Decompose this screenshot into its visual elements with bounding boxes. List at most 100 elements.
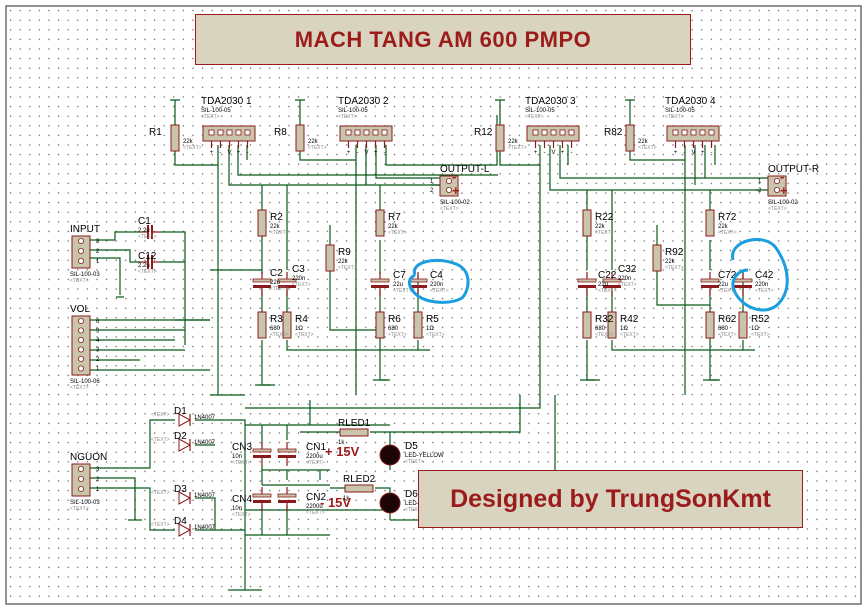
resistor-text: <TEXT> bbox=[638, 145, 657, 151]
connector-pin bbox=[78, 346, 85, 353]
diode-body bbox=[178, 491, 192, 505]
connector-pin-label: 2 bbox=[758, 188, 762, 194]
resistor-body bbox=[257, 209, 267, 237]
resistor-value: 1Ω bbox=[295, 326, 303, 332]
resistor-body bbox=[344, 484, 374, 493]
connector-pin-label: 2 bbox=[96, 477, 100, 483]
highlight-c4 bbox=[407, 259, 470, 304]
resistor-body bbox=[625, 124, 635, 152]
led-body bbox=[379, 444, 401, 466]
ic-pin-label: + bbox=[210, 150, 214, 156]
resistor-ref: R1 bbox=[149, 127, 162, 138]
resistor-ref: R8 bbox=[274, 127, 287, 138]
ic-package: SIL-100-05 bbox=[525, 108, 555, 114]
ic-pin-label: + bbox=[674, 150, 678, 156]
capacitor-plate bbox=[253, 285, 271, 288]
resistor-value: 1k bbox=[343, 496, 350, 502]
connector-body bbox=[767, 175, 787, 197]
resistor-body bbox=[170, 124, 180, 152]
resistor-value: 1Ω bbox=[620, 326, 628, 332]
resistor-body bbox=[582, 209, 592, 237]
diode-d1 bbox=[178, 413, 192, 427]
resistor-body bbox=[282, 311, 292, 339]
connector-pin-label: 2 bbox=[96, 249, 100, 255]
ic-pin bbox=[226, 129, 233, 136]
resistor-ref: R62 bbox=[718, 314, 737, 325]
resistor-ref: R6 bbox=[388, 314, 401, 325]
ic-pin bbox=[354, 129, 361, 136]
resistor-text: <TEXT> bbox=[388, 230, 407, 236]
ic-pin-label: V bbox=[364, 150, 368, 156]
ic-pin bbox=[208, 129, 215, 136]
ic-pin-label: + bbox=[374, 150, 378, 156]
resistor-value: 22k bbox=[638, 139, 649, 145]
resistor-r3 bbox=[257, 311, 267, 339]
resistor-r62 bbox=[705, 311, 715, 339]
resistor-text: <TEXT> bbox=[595, 230, 614, 236]
capacitor-ref: C42 bbox=[755, 270, 774, 281]
capacitor-ref: CN3 bbox=[232, 442, 252, 453]
ic-pin-label: - bbox=[571, 150, 573, 156]
diode-body bbox=[178, 413, 192, 427]
capacitor-ref: C12 bbox=[138, 251, 157, 262]
capacitor-ref: C1 bbox=[138, 216, 151, 227]
capacitor-text: <TEXT> bbox=[306, 510, 325, 516]
resistor-value: 680 bbox=[270, 326, 281, 332]
connector-pin bbox=[78, 317, 85, 324]
diode-body bbox=[178, 523, 192, 537]
connector-pin bbox=[774, 186, 781, 193]
ic-pin-label: + bbox=[237, 150, 241, 156]
resistor-r6 bbox=[375, 311, 385, 339]
capacitor-c12 bbox=[140, 255, 160, 269]
connector-pin bbox=[78, 247, 85, 254]
capacitor-text: <TEXT> bbox=[138, 269, 157, 275]
connector-input bbox=[71, 235, 91, 269]
ic-package: SIL-100-05 bbox=[201, 108, 231, 114]
capacitor-ref: C22 bbox=[598, 270, 617, 281]
capacitor-plate bbox=[733, 278, 753, 283]
resistor-text: <TEXT> bbox=[426, 332, 445, 338]
ic-pin-label: - bbox=[220, 150, 222, 156]
credit-box: Designed by TrungSonKmt bbox=[418, 470, 803, 528]
connector-pin-label: 2 bbox=[430, 188, 434, 194]
connector-pin-label: 1 bbox=[96, 259, 100, 265]
ic-2 bbox=[339, 125, 393, 148]
capacitor-plate bbox=[701, 285, 719, 288]
resistor-text: <TEXT> bbox=[338, 265, 357, 271]
resistor-body bbox=[582, 311, 592, 339]
capacitor-plate bbox=[734, 285, 752, 288]
resistor-value: 22k bbox=[508, 139, 519, 145]
resistor-text: <TEXT> bbox=[388, 332, 407, 338]
resistor-ref: R12 bbox=[474, 127, 493, 138]
resistor-r82 bbox=[625, 124, 635, 152]
capacitor-value: 220n bbox=[292, 276, 305, 282]
connector-pin-label: 1 bbox=[430, 179, 434, 185]
ic-pin-label: - bbox=[684, 150, 686, 156]
ic-text: <TEXT> bbox=[338, 114, 357, 120]
capacitor-plate bbox=[253, 500, 271, 503]
capacitor-cn1 bbox=[277, 442, 297, 466]
connector-pin bbox=[774, 177, 781, 184]
capacitor-value: 10n bbox=[232, 506, 242, 512]
ic-pin bbox=[690, 129, 697, 136]
resistor-text: <TEXT> bbox=[751, 332, 770, 338]
capacitor-plate bbox=[151, 225, 153, 239]
capacitor-ref: C4 bbox=[430, 270, 443, 281]
resistor-value: 680 bbox=[595, 326, 606, 332]
capacitor-ref: C3 bbox=[292, 264, 305, 275]
led-resistor-rled1 bbox=[339, 428, 369, 437]
connector-ref: OUTPUT-L bbox=[440, 164, 490, 175]
ic-pin-label: V bbox=[227, 150, 231, 156]
connector-pin bbox=[445, 177, 452, 184]
connector-ref: NGUON bbox=[70, 452, 107, 463]
capacitor-c32 bbox=[602, 272, 622, 296]
diode-d3 bbox=[178, 491, 192, 505]
ic-pin bbox=[244, 129, 251, 136]
diode-ref: D4 bbox=[174, 516, 187, 527]
resistor-text: <TEXT> bbox=[718, 332, 737, 338]
capacitor-value: 22u bbox=[718, 282, 728, 288]
ic-pin bbox=[699, 129, 706, 136]
ic-pin-label: - bbox=[544, 150, 546, 156]
diode-ref: D2 bbox=[174, 431, 187, 442]
capacitor-cn2 bbox=[277, 487, 297, 511]
